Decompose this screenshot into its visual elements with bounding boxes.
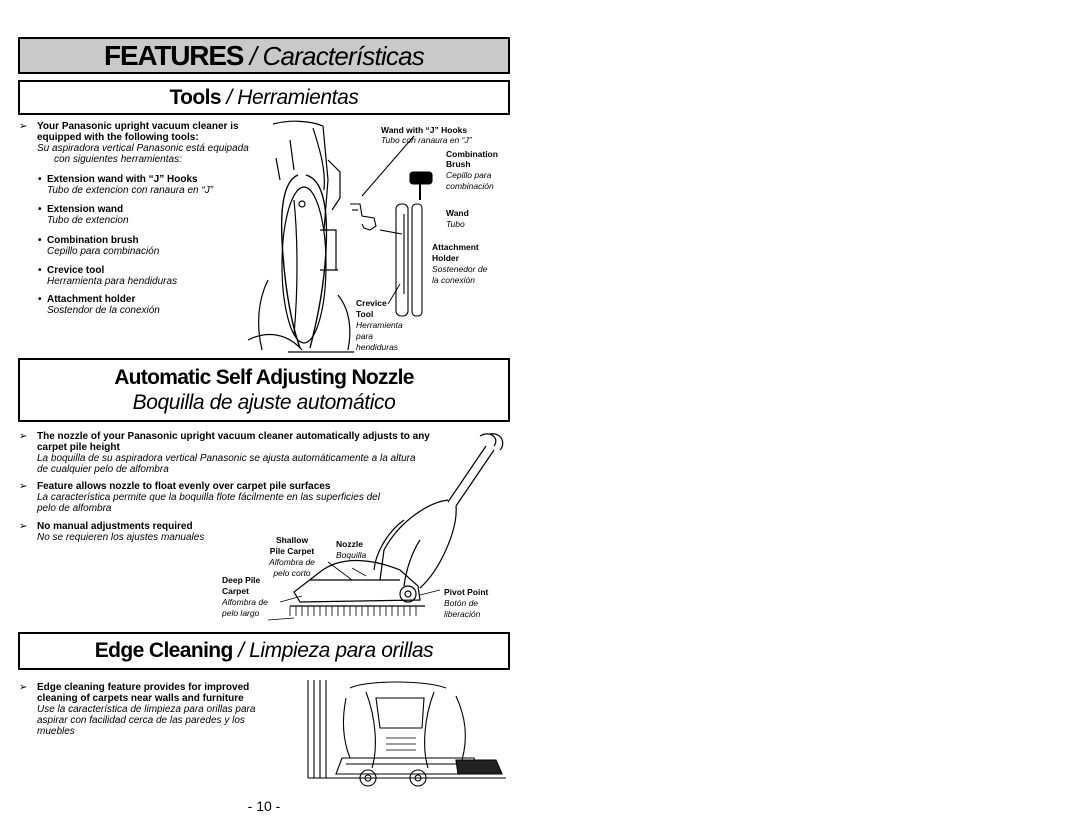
nozzle-p1-es-1: La boquilla de su aspiradora vertical Pa… bbox=[37, 453, 416, 464]
edge-heading-separator: / bbox=[232, 639, 250, 662]
edge-en-2: cleaning of carpets near walls and furni… bbox=[37, 693, 244, 704]
tools-intro-es-2: con siguientes herramientas: bbox=[54, 154, 182, 165]
tool-bullet-holder: • Attachment holder Sostendor de la cone… bbox=[38, 294, 160, 316]
label-wand-en: Wand bbox=[446, 208, 469, 218]
label-crevice-en-2: Tool bbox=[356, 309, 374, 319]
label-deep-en-1: Deep Pile bbox=[222, 575, 261, 585]
nozzle-vacuum-illustration bbox=[267, 433, 504, 621]
label-combo-en-1: Combination bbox=[446, 149, 498, 159]
label-deep-es-2: pelo largo bbox=[222, 608, 260, 618]
attachments-illustration bbox=[350, 135, 433, 317]
edge-heading-es: Limpieza para orillas bbox=[249, 639, 434, 662]
tool-bullet-combo-brush: • Combination brush Cepillo para combina… bbox=[38, 235, 160, 257]
bullet-dot: • bbox=[38, 265, 42, 276]
nozzle-p1-en-2: carpet pile height bbox=[37, 442, 120, 453]
banner-title-es: Características bbox=[262, 41, 425, 71]
nozzle-p1-en-1: The nozzle of your Panasonic upright vac… bbox=[37, 431, 430, 442]
tools-heading-es: Herramientas bbox=[237, 86, 359, 109]
tool-bullet-crevice: • Crevice tool Herramienta para hendidur… bbox=[38, 265, 178, 287]
nozzle-heading: Automatic Self Adjusting Nozzle Boquilla… bbox=[18, 358, 510, 422]
label-holder-en-2: Holder bbox=[432, 253, 459, 263]
nozzle-p2-es-1: La característica permite que la boquill… bbox=[37, 492, 380, 503]
label-wand-es: Tubo bbox=[446, 219, 465, 229]
label-holder-es-2: la conexión bbox=[432, 275, 476, 285]
tool-bullet-es: Cepillo para combinación bbox=[47, 246, 160, 257]
arrow-bullet: ➢ bbox=[19, 481, 28, 492]
tool-bullet-es: Tubo de extencion bbox=[47, 215, 129, 226]
tools-heading-en: Tools bbox=[169, 86, 221, 109]
edge-es-2: aspirar con facilidad cerca de las pared… bbox=[37, 715, 245, 726]
vacuum-rear-illustration bbox=[247, 120, 354, 353]
edge-heading-en: Edge Cleaning bbox=[94, 639, 234, 662]
tool-bullet-wand: • Extension wand Tubo de extencion bbox=[38, 204, 129, 226]
tools-intro-en-2: equipped with the following tools: bbox=[37, 132, 199, 143]
tools-intro-es-1: Su aspiradora vertical Panasonic está eq… bbox=[37, 143, 249, 154]
arrow-bullet: ➢ bbox=[19, 431, 28, 442]
label-holder-en-1: Attachment bbox=[432, 242, 479, 252]
edge-cleaning-illustration bbox=[307, 680, 506, 787]
banner-separator: / bbox=[243, 41, 263, 71]
edge-heading: Edge Cleaning / Limpieza para orillas bbox=[18, 632, 510, 670]
page-number: - 10 - bbox=[247, 798, 281, 814]
nozzle-p3-en: No manual adjustments required bbox=[37, 521, 193, 532]
arrow-bullet: ➢ bbox=[19, 521, 28, 532]
tool-bullet-es: Tubo de extencion con ranaura en “J” bbox=[47, 185, 214, 196]
arrow-bullet: ➢ bbox=[19, 682, 28, 693]
label-shallow-es-1: Alfombra de bbox=[269, 557, 315, 567]
nozzle-p1-es-2: de cualquier pelo de alfombra bbox=[37, 464, 169, 475]
tools-heading: Tools / Herramientas bbox=[18, 80, 510, 115]
tool-bullet-wand-hooks: • Extension wand with “J” Hooks Tubo de … bbox=[38, 174, 214, 196]
bullet-dot: • bbox=[38, 235, 42, 246]
tool-bullet-en: Extension wand bbox=[47, 204, 124, 215]
label-pivot-es-2: liberación bbox=[444, 609, 481, 619]
nozzle-p2-es-2: pelo de alfombra bbox=[37, 503, 112, 514]
nozzle-heading-es: Boquilla de ajuste automático bbox=[132, 391, 396, 414]
label-shallow-en-2: Pile Carpet bbox=[269, 546, 315, 556]
tool-bullet-en: Attachment holder bbox=[47, 294, 136, 305]
tool-bullet-en: Crevice tool bbox=[47, 265, 105, 276]
label-nozzle-es: Boquilla bbox=[336, 550, 367, 560]
label-pivot-en: Pivot Point bbox=[444, 587, 489, 597]
label-deep-en-2: Carpet bbox=[222, 586, 249, 596]
edge-en-1: Edge cleaning feature provides for impro… bbox=[37, 682, 250, 693]
bullet-dot: • bbox=[38, 174, 42, 185]
label-holder-es-1: Sostenedor de bbox=[432, 264, 488, 274]
label-crevice-es-1: Herramienta bbox=[356, 320, 403, 330]
label-shallow-es-2: pelo corto bbox=[273, 568, 311, 578]
label-combo-en-2: Brush bbox=[446, 159, 471, 169]
tools-heading-separator: / bbox=[220, 86, 238, 109]
tool-bullet-es: Herramienta para hendiduras bbox=[47, 276, 178, 287]
bullet-dot: • bbox=[38, 204, 42, 215]
arrow-bullet: ➢ bbox=[19, 121, 28, 132]
label-shallow-en-1: Shallow bbox=[275, 535, 309, 545]
label-crevice-es-2: para bbox=[356, 331, 374, 341]
label-wand-hooks-es: Tubo con ranaura en “J” bbox=[381, 135, 472, 145]
label-combo-es-1: Cepillo para bbox=[446, 170, 492, 180]
label-crevice-es-3: hendiduras bbox=[356, 342, 399, 352]
label-pivot-es-1: Botón de bbox=[444, 598, 479, 608]
label-combo-es-2: combinación bbox=[446, 181, 494, 191]
nozzle-heading-en: Automatic Self Adjusting Nozzle bbox=[114, 366, 414, 389]
nozzle-p3-es: No se requieren los ajustes manuales bbox=[37, 532, 205, 543]
tool-bullet-es: Sostendor de la conexión bbox=[47, 305, 160, 316]
tool-bullet-en: Combination brush bbox=[47, 235, 139, 246]
label-deep-es-1: Alfombra de bbox=[222, 597, 268, 607]
banner-title: FEATURES bbox=[104, 40, 244, 71]
edge-es-1: Use la característica de limpieza para o… bbox=[37, 704, 256, 715]
tool-bullet-en: Extension wand with “J” Hooks bbox=[47, 174, 198, 185]
features-banner: FEATURES / Características bbox=[18, 37, 510, 74]
label-nozzle-en: Nozzle bbox=[336, 539, 363, 549]
nozzle-p2-en: Feature allows nozzle to float evenly ov… bbox=[37, 481, 331, 492]
edge-es-3: muebles bbox=[37, 726, 75, 737]
tools-intro-en-1: Your Panasonic upright vacuum cleaner is bbox=[37, 121, 239, 132]
bullet-dot: • bbox=[38, 294, 42, 305]
label-crevice-en-1: Crevice bbox=[356, 298, 387, 308]
label-wand-hooks-en: Wand with “J” Hooks bbox=[381, 125, 468, 135]
